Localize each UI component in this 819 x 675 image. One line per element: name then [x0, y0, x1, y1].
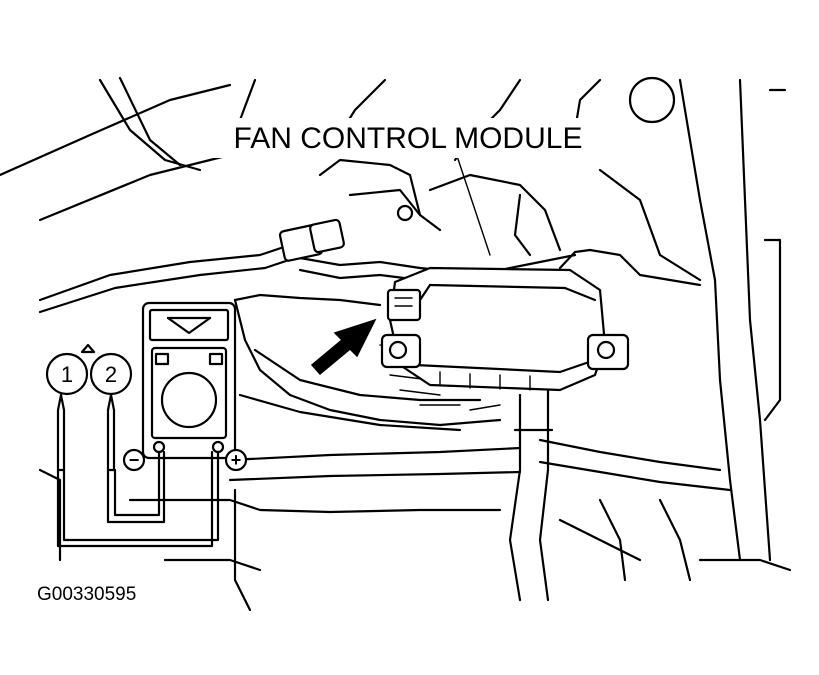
- probe-2-label: 2: [105, 362, 117, 387]
- figure-id: G00330595: [37, 584, 136, 605]
- display-v-icon: [166, 316, 212, 335]
- test-leads: [56, 450, 220, 548]
- probe-1-badge: [45, 352, 89, 396]
- plus-terminal: [224, 448, 248, 472]
- probe-2: 2: [89, 352, 133, 472]
- probe-2-badge: [89, 352, 133, 396]
- selector-dial: [160, 371, 218, 429]
- multimeter: − +: [122, 301, 248, 472]
- diagram-title: FAN CONTROL MODULE: [234, 122, 583, 155]
- probe-1-label: 1: [61, 362, 73, 387]
- title-leader-line: [454, 149, 491, 256]
- minus-symbol: −: [129, 450, 140, 470]
- probe-1: 1: [45, 352, 89, 472]
- fan-control-module: [380, 266, 630, 392]
- minus-terminal: [122, 448, 146, 472]
- pointer-arrow: [310, 318, 377, 376]
- plus-symbol: +: [231, 450, 242, 470]
- probe-connector-icon: [80, 343, 96, 354]
